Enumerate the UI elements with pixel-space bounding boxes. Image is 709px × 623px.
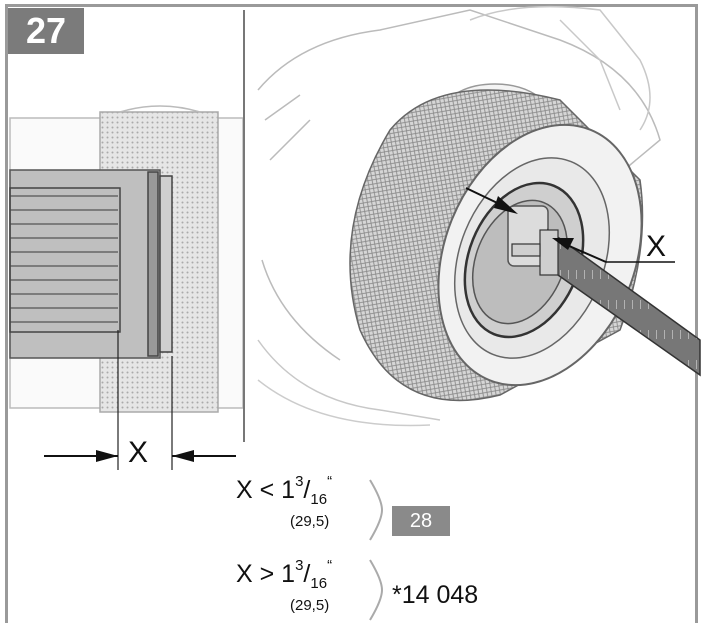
step-number-badge: 27	[8, 8, 84, 54]
condition-2-slash: /	[303, 560, 311, 588]
snap-ring	[159, 175, 173, 353]
brace-1	[369, 479, 384, 541]
measuring-ruler	[511, 228, 701, 377]
dimension-label-x-left: X	[128, 436, 149, 469]
condition-2-numerator: 3	[295, 557, 304, 574]
condition-1-denominator: 16	[310, 491, 328, 508]
right-perspective-view	[257, 5, 701, 427]
condition-1-slash: /	[303, 476, 311, 504]
condition-2-unit: “	[327, 557, 333, 574]
condition-1-prefix: X < 1	[236, 476, 296, 504]
left-section-view	[9, 105, 244, 470]
next-step-reference: 28	[392, 506, 450, 536]
condition-1-expression: X < 13/16“	[236, 474, 332, 507]
brace-2	[369, 559, 384, 621]
condition-2-denominator: 16	[310, 575, 328, 592]
part-number: *14 048	[392, 581, 479, 609]
condition-2-prefix: X > 1	[236, 560, 296, 588]
condition-1-numerator: 3	[295, 473, 304, 490]
condition-1-unit: “	[327, 473, 333, 490]
condition-2-metric: (29,5)	[290, 597, 330, 614]
panel-divider	[243, 10, 245, 442]
condition-1-metric: (29,5)	[290, 513, 330, 530]
page-frame	[5, 4, 698, 623]
condition-2-expression: X > 13/16“	[236, 558, 332, 591]
dimension-label-x-right: X	[646, 230, 667, 263]
shaft	[9, 169, 161, 359]
